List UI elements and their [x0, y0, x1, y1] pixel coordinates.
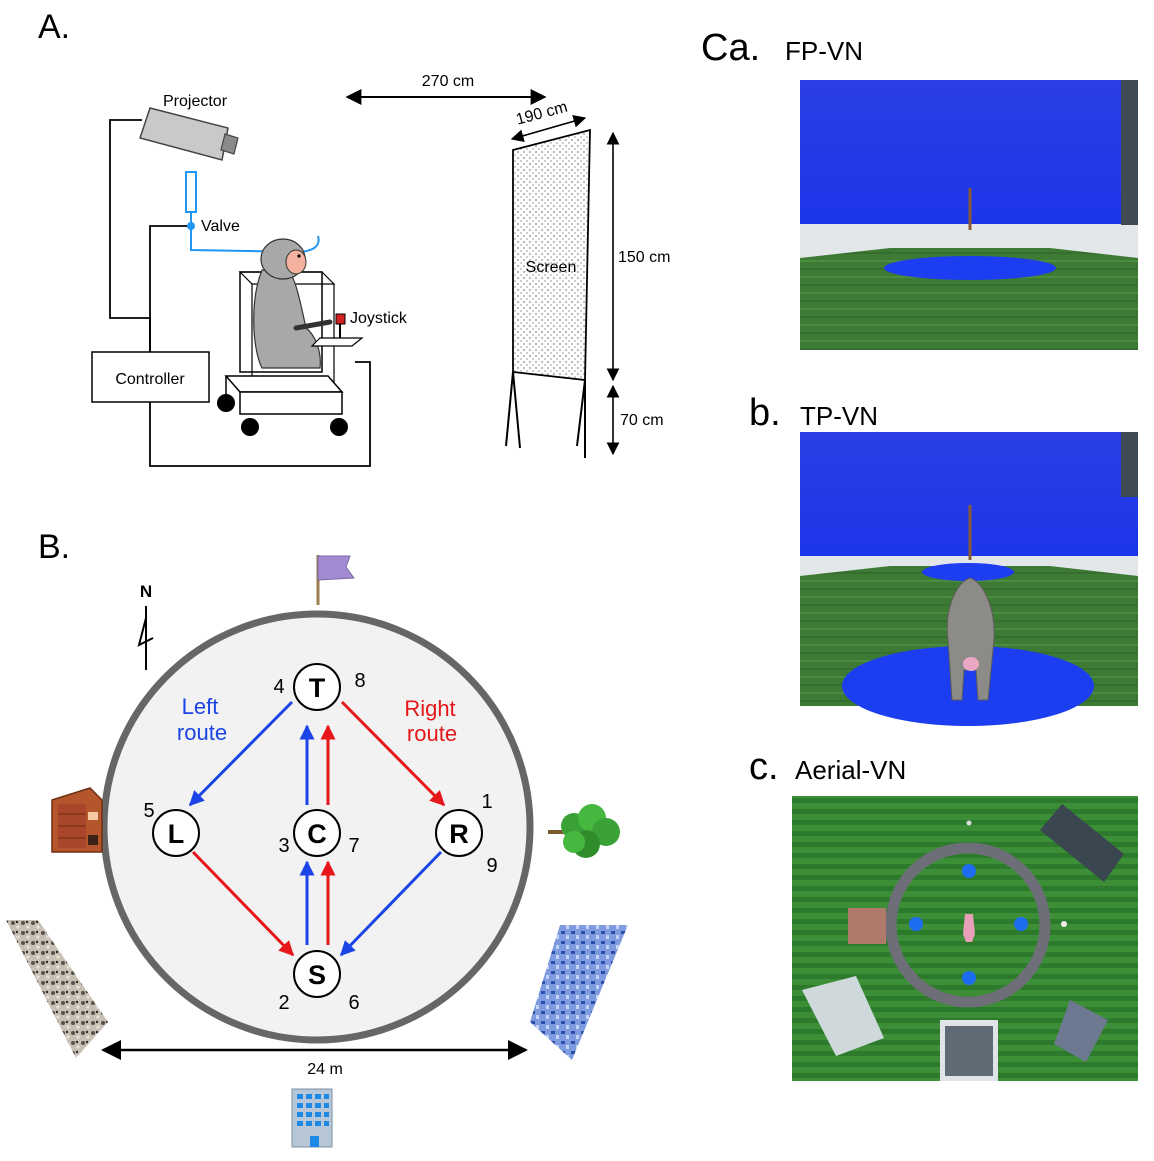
- arrow-t-to-r: [340, 700, 446, 807]
- wire-valve-controller: [149, 225, 190, 352]
- flag-icon: [316, 555, 355, 605]
- valve-label: Valve: [201, 218, 240, 235]
- panel-c: Ca. FP-VN b. TP-VN c. Aerial-VN: [701, 27, 1138, 1081]
- primate-chair-icon: [217, 271, 348, 436]
- controller-box: [91, 351, 210, 403]
- fp-vn-image: [800, 80, 1138, 350]
- left-route-label-line2: route: [177, 720, 227, 745]
- right-route-label-line2: route: [407, 721, 457, 746]
- panel-a: A. 270 cm Projector Valve: [38, 8, 670, 467]
- monkey-icon: [253, 238, 333, 369]
- projector-label: Projector: [163, 93, 228, 110]
- svg-text:C: C: [307, 819, 327, 849]
- blue-wall-icon: [530, 925, 628, 1060]
- node-r-num-bottom: 9: [486, 855, 497, 877]
- arrow-t-to-l: [188, 700, 294, 807]
- panel-b: B. N Left route Right route T 4 8: [6, 528, 628, 1148]
- node-t-num-right: 8: [354, 670, 365, 692]
- screen-elevation-label: 70 cm: [620, 412, 664, 429]
- panel-cc-letter: c.: [749, 746, 779, 788]
- controller-label: Controller: [115, 371, 185, 388]
- node-s-num-left: 2: [278, 992, 289, 1014]
- screen-width-arrow: [510, 115, 587, 142]
- node-r: R 1 9: [435, 791, 498, 877]
- joystick-label: Joystick: [350, 310, 408, 327]
- panel-b-label: B.: [38, 528, 70, 566]
- node-t: T 4 8: [273, 663, 366, 711]
- right-route-label-line1: Right: [404, 696, 455, 721]
- panel-cb-letter: b.: [749, 392, 781, 434]
- panel-a-label: A.: [38, 8, 70, 46]
- panel-cb-title: TP-VN: [800, 401, 878, 431]
- projection-screen: [505, 128, 591, 458]
- north-label: N: [140, 582, 152, 601]
- node-l: L 5: [143, 800, 200, 857]
- node-c-num-right: 7: [348, 835, 359, 857]
- avatar-monkey-icon: [946, 577, 995, 701]
- node-r-num-top: 1: [481, 791, 492, 813]
- node-c-num-left: 3: [278, 835, 289, 857]
- valve-tube-icon: [185, 171, 197, 213]
- node-s-num-right: 6: [348, 992, 359, 1014]
- tree-icon: [548, 804, 620, 858]
- north-arrow-icon: [137, 606, 154, 670]
- node-s: S 2 6: [278, 950, 360, 1014]
- projector-icon: [139, 107, 239, 161]
- arrow-l-to-s: [191, 850, 295, 957]
- joystick-icon: [310, 313, 364, 347]
- route-arrows: [188, 700, 446, 957]
- panel-cc-title: Aerial-VN: [795, 755, 906, 785]
- wire-projector-controller: [109, 119, 151, 352]
- diameter-label: 24 m: [307, 1061, 343, 1078]
- building-windows: [297, 1094, 329, 1126]
- aerial-vn-image: [792, 796, 1138, 1081]
- node-c: C 3 7: [278, 809, 360, 857]
- svg-text:R: R: [449, 819, 469, 849]
- panel-ca-letter: Ca.: [701, 27, 760, 69]
- node-l-num: 5: [143, 800, 154, 822]
- distance-label: 270 cm: [422, 73, 474, 90]
- svg-text:T: T: [309, 673, 326, 703]
- panel-ca-title: FP-VN: [785, 36, 863, 66]
- svg-text:S: S: [308, 960, 326, 990]
- svg-text:L: L: [168, 819, 185, 849]
- wire-joystick-controller: [149, 361, 371, 467]
- screen-height-label: 150 cm: [618, 249, 670, 266]
- node-t-num-left: 4: [273, 676, 284, 698]
- left-route-label-line1: Left: [182, 694, 219, 719]
- house-icon: [51, 787, 103, 853]
- arrow-r-to-s: [339, 850, 443, 957]
- screen-label: Screen: [526, 259, 577, 276]
- pebble-wall-icon: [6, 920, 108, 1058]
